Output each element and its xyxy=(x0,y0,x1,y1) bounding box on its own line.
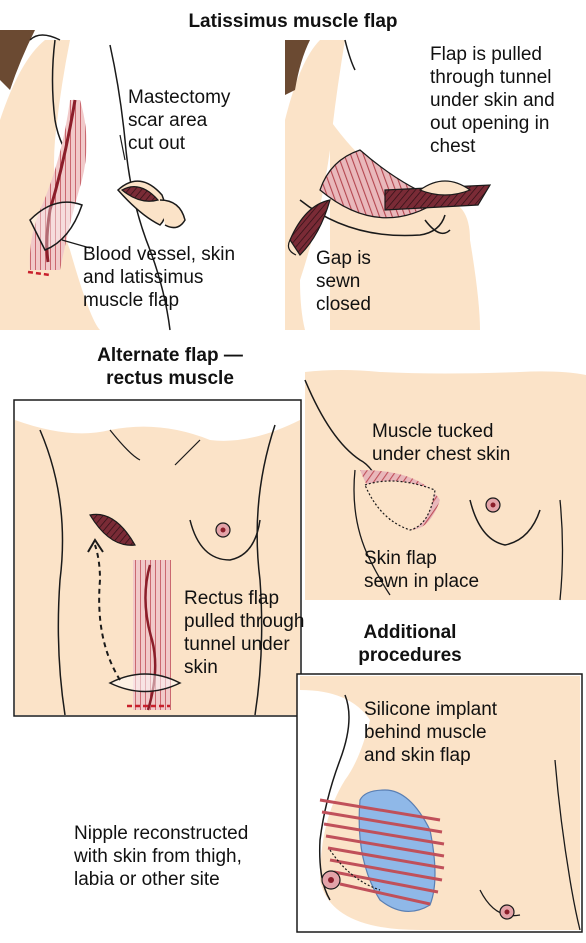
heading-latissimus: Latissimus muscle flap xyxy=(130,10,456,33)
heading-alternate: Alternate flap —rectus muscle xyxy=(55,344,285,390)
